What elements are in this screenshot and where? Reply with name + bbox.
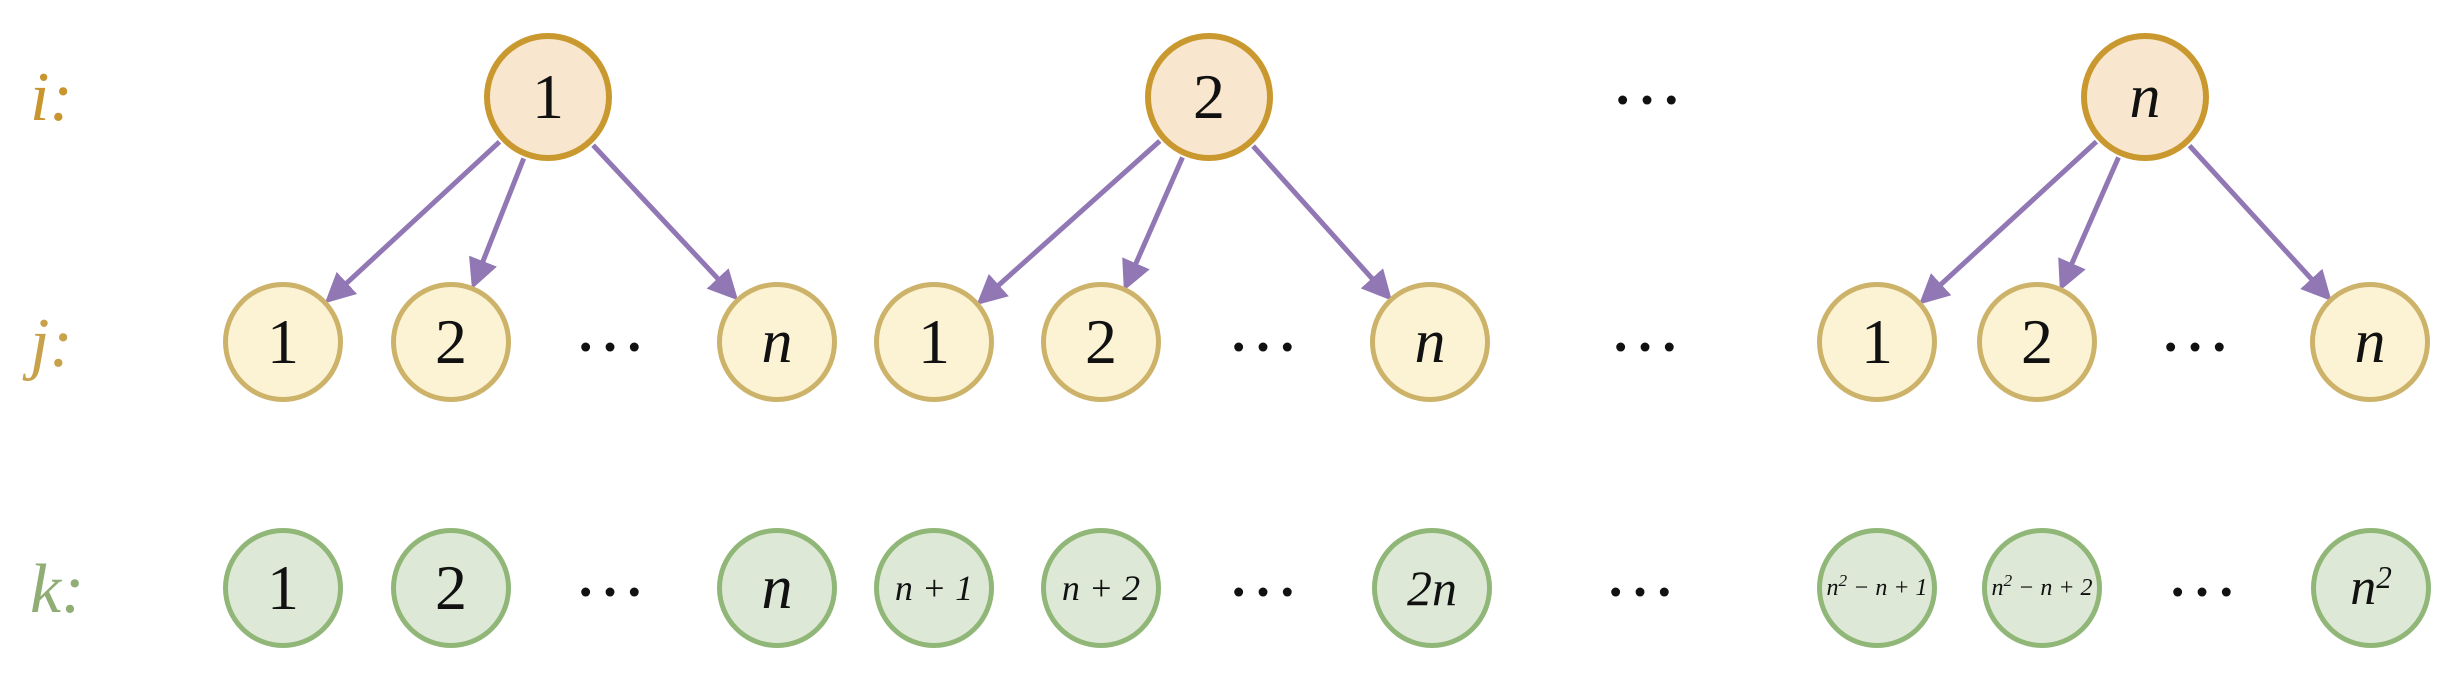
j-node-g3-2: 2 bbox=[1977, 282, 2097, 402]
i-node-1: 1 bbox=[484, 33, 612, 161]
k-group3-ellipsis: ··· bbox=[2168, 561, 2242, 623]
j-node-g2-n: n bbox=[1370, 282, 1490, 402]
k-n2mn1-label: n2 − n + 1 bbox=[1826, 571, 1928, 601]
k-nsq-label: n2 bbox=[2350, 559, 2392, 616]
row-label-i: i: bbox=[30, 59, 73, 136]
arrow-i1-j2 bbox=[469, 157, 527, 290]
k-node-2: 2 bbox=[391, 528, 511, 648]
row-label-j: j: bbox=[30, 305, 73, 382]
j-group1-ellipsis: ··· bbox=[576, 316, 650, 378]
j-node-g2-2: 2 bbox=[1041, 282, 1161, 402]
j-node-g2-1: 1 bbox=[874, 282, 994, 402]
j-node-g1-n: n bbox=[717, 282, 837, 402]
arrow-i1-j1 bbox=[324, 139, 502, 304]
arrow-in-jn bbox=[2187, 144, 2332, 301]
k-node-2n: 2n bbox=[1372, 528, 1492, 648]
arrow-in-j2 bbox=[2058, 156, 2121, 291]
j-group3-ellipsis: ··· bbox=[2161, 316, 2235, 378]
j-node-g3-n: n bbox=[2310, 282, 2430, 402]
k-n2mn2-label: n2 − n + 2 bbox=[1991, 571, 2093, 601]
k-node-n2-minus-n-plus-1: n2 − n + 1 bbox=[1817, 528, 1937, 648]
k-node-n: n bbox=[717, 528, 837, 648]
i-node-2: 2 bbox=[1145, 33, 1273, 161]
k-node-1: 1 bbox=[223, 528, 343, 648]
j-node-g1-1: 1 bbox=[223, 282, 343, 402]
k-group1-ellipsis: ··· bbox=[576, 561, 650, 623]
k-node-n-squared: n2 bbox=[2311, 528, 2431, 648]
k-group2-ellipsis: ··· bbox=[1229, 561, 1303, 623]
arrow-i1-jn bbox=[591, 143, 739, 301]
arrow-i2-jn bbox=[1251, 144, 1392, 301]
arrow-in-j1 bbox=[1919, 139, 2099, 305]
j-node-g3-1: 1 bbox=[1817, 282, 1937, 402]
j-between-ellipsis: ··· bbox=[1611, 316, 1685, 378]
k-node-n-plus-2: n + 2 bbox=[1041, 528, 1161, 648]
arrow-i2-j1 bbox=[976, 139, 1162, 306]
j-node-g1-2: 2 bbox=[391, 282, 511, 402]
k-node-n2-minus-n-plus-2: n2 − n + 2 bbox=[1982, 528, 2102, 648]
arrow-i2-j2 bbox=[1122, 156, 1185, 291]
k-node-n-plus-1: n + 1 bbox=[874, 528, 994, 648]
i-node-n: n bbox=[2081, 33, 2209, 161]
row-label-k: k: bbox=[30, 551, 85, 628]
i-row-ellipsis: ··· bbox=[1613, 69, 1687, 131]
k-between-ellipsis: ··· bbox=[1606, 561, 1680, 623]
j-group2-ellipsis: ··· bbox=[1229, 316, 1303, 378]
